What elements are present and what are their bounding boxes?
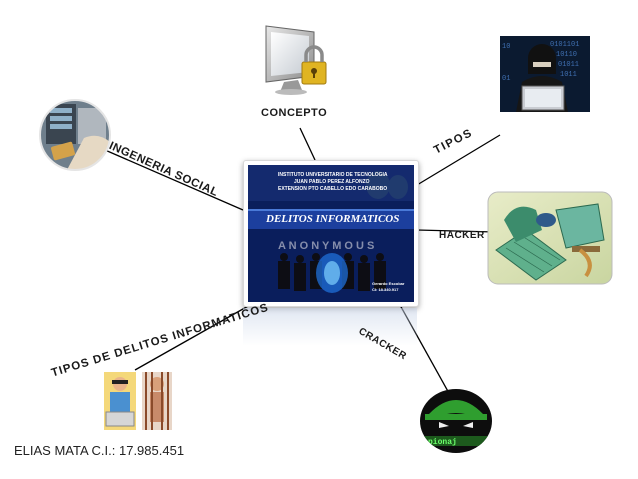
svg-text:01011: 01011 [558, 61, 579, 69]
hacker-label: HACKER [439, 230, 485, 241]
slide-header-line3: EXTENSION PTO CABELLO EDO CARABOBO [278, 186, 388, 192]
connector-hacker [416, 229, 496, 233]
cracker-spy-icon: pionaj [420, 389, 492, 453]
social-engineering-icon [39, 99, 111, 171]
slide-author-id: CI: 18.340.917 [372, 287, 399, 292]
svg-text:pionaj: pionaj [428, 438, 457, 447]
slide-art: A N O N Y M O U S [248, 165, 414, 302]
footer-author: ELIAS MATA C.I.: 17.985.451 [14, 443, 185, 458]
hacker-keyboard-icon [487, 191, 613, 285]
slide-author-name: Gerardo Escobar [372, 281, 405, 286]
svg-text:A N O N Y M O U S: A N O N Y M O U S [278, 240, 374, 252]
center-slide: A N O N Y M O U S INSTITUTO UNIVERSITARI… [243, 160, 419, 307]
svg-text:0101101: 0101101 [550, 41, 579, 49]
locked-monitor-icon [265, 25, 327, 95]
slide-header-line1: INSTITUTO UNIVERSITARIO DE TECNOLOGIA [278, 172, 388, 178]
concepto-label: CONCEPTO [261, 107, 328, 119]
slide-title: DELITOS INFORMATICOS [266, 213, 400, 225]
connector-concepto [299, 127, 316, 161]
slide-reflection [243, 308, 417, 346]
connector-tipos [416, 134, 501, 186]
slide-canvas: A N O N Y M O U S INSTITUTO UNIVERSITARI… [248, 165, 414, 302]
svg-text:1011: 1011 [560, 71, 577, 79]
svg-text:10110: 10110 [556, 51, 577, 59]
delitos-people-icon [104, 372, 172, 430]
connector-tipos-delitos [134, 304, 251, 371]
hooded-hacker-icon: 0101101 10110 01011 1011 10 01 [500, 36, 590, 112]
svg-text:01: 01 [502, 75, 510, 83]
connector-ingenieria [104, 149, 244, 211]
slide-header-line2: JUAN PABLO PEREZ ALFONZO [294, 179, 370, 185]
svg-text:10: 10 [502, 43, 510, 51]
